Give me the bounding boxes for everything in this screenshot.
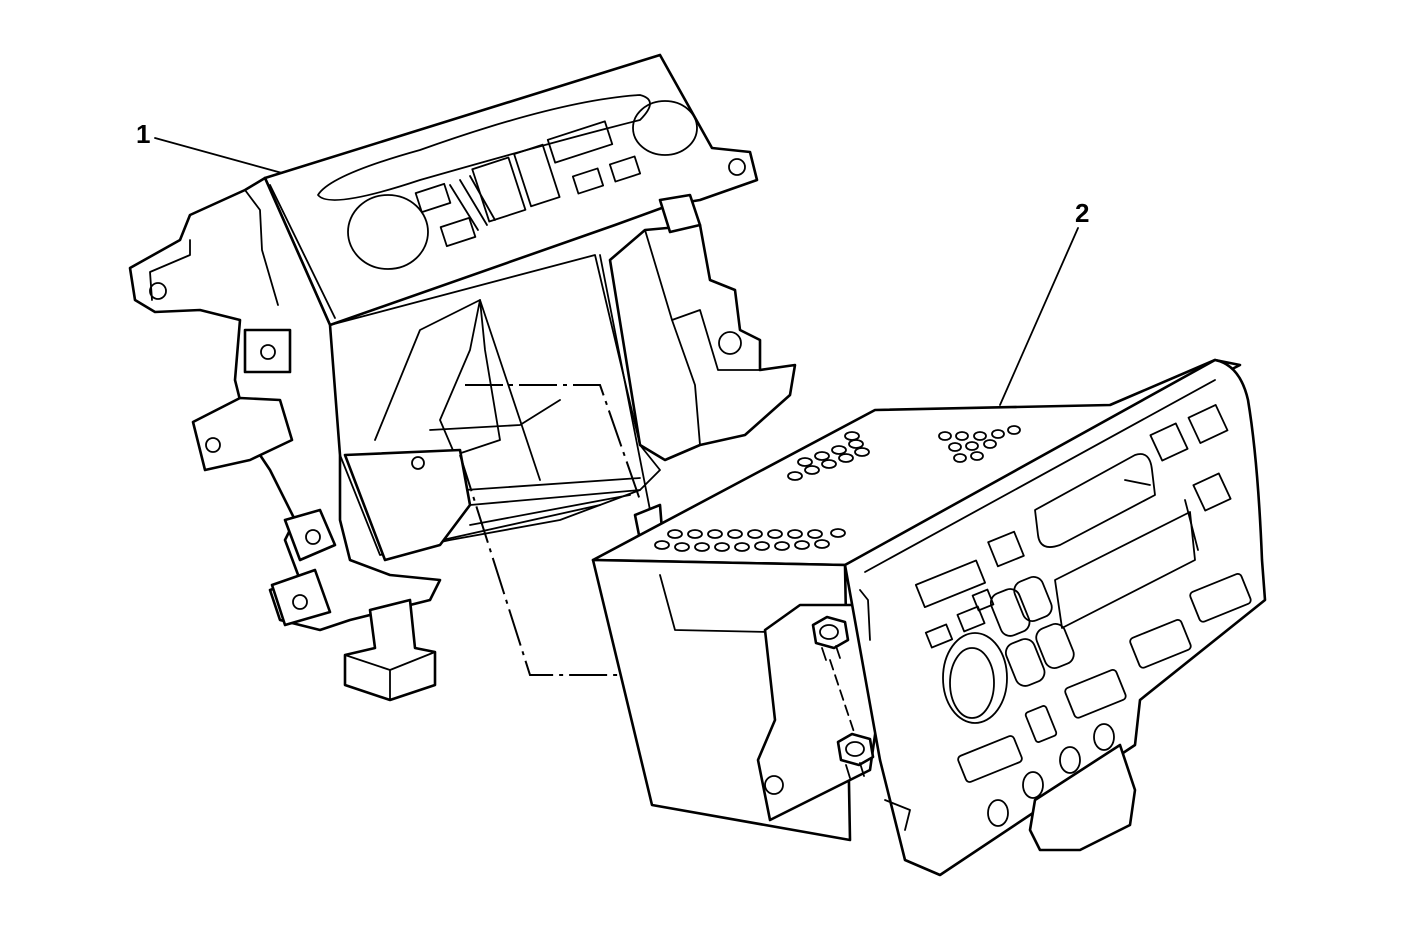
bracket-clip-plate <box>343 448 472 562</box>
mounting-bracket-assembly <box>128 53 797 702</box>
vent-holes-middle <box>787 431 870 481</box>
right-knob <box>632 100 698 156</box>
assembly-centerlines <box>459 384 641 676</box>
bracket-button <box>439 216 477 248</box>
cassette-slot <box>1034 453 1156 548</box>
bracket-slot <box>513 143 561 208</box>
bracket-slot <box>471 156 527 223</box>
bracket-left-frame <box>128 176 442 632</box>
callout-2-leader <box>999 227 1079 406</box>
radio-receiver-assembly <box>591 358 1267 877</box>
callout-1-label: 1 <box>136 119 151 149</box>
mounting-ear <box>756 603 882 822</box>
display-panel <box>1054 511 1196 629</box>
radio-faceplate <box>843 358 1267 877</box>
bracket-tab <box>191 396 294 472</box>
callout-2-label: 2 <box>1075 198 1090 228</box>
callout-leaders <box>154 137 1079 406</box>
stud-nut-upper <box>811 615 850 661</box>
vent-holes-front <box>654 528 846 552</box>
bracket-tab <box>270 568 332 627</box>
vent-holes-rear <box>938 425 1021 463</box>
bracket-foot <box>343 598 437 702</box>
bracket-tab <box>283 508 337 562</box>
stud-nut-lower <box>836 732 875 779</box>
bracket-slot <box>546 120 614 164</box>
bracket-right-frame <box>608 223 797 462</box>
left-knob <box>347 194 429 270</box>
bracket-button <box>571 167 605 195</box>
callout-1-leader <box>154 137 283 174</box>
bracket-button <box>414 182 452 214</box>
bracket-button <box>608 155 642 183</box>
radio-bottom-tab <box>1028 743 1137 852</box>
bracket-tab <box>243 328 292 374</box>
volume-knob <box>942 632 1008 724</box>
